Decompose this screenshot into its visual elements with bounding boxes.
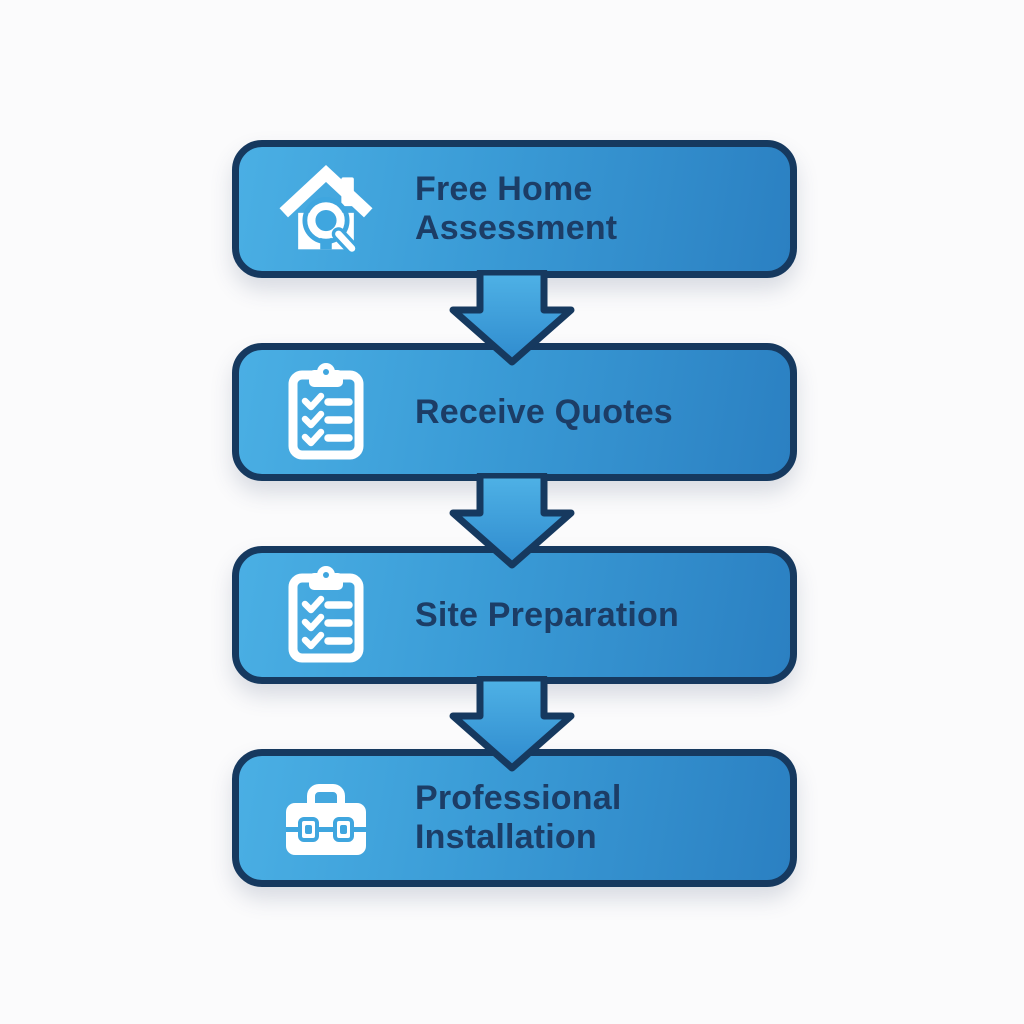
step-label-line: Professional [415,779,622,817]
arrow-down-icon [447,674,577,776]
house-search-icon [277,161,375,257]
step-box-receive-quotes: Receive Quotes [232,343,797,481]
step-label: Receive Quotes [415,393,673,432]
step-label: Site Preparation [415,596,679,635]
step-box-free-home-assessment: Free Home Assessment [232,140,797,278]
step-label-line: Installation [415,818,597,856]
step-label-line: Receive Quotes [415,392,673,431]
toolbox-icon [277,775,375,861]
arrow-down-icon [447,471,577,573]
checklist-icon [277,564,375,666]
step-label: Free Home Assessment [415,170,617,248]
arrow-down-icon [447,268,577,370]
step-label-line: Assessment [415,209,618,247]
step-label: Professional Installation [415,779,621,857]
step-label-line: Free Home [415,170,593,208]
step-label-line: Site Preparation [415,595,679,634]
checklist-icon [277,361,375,463]
